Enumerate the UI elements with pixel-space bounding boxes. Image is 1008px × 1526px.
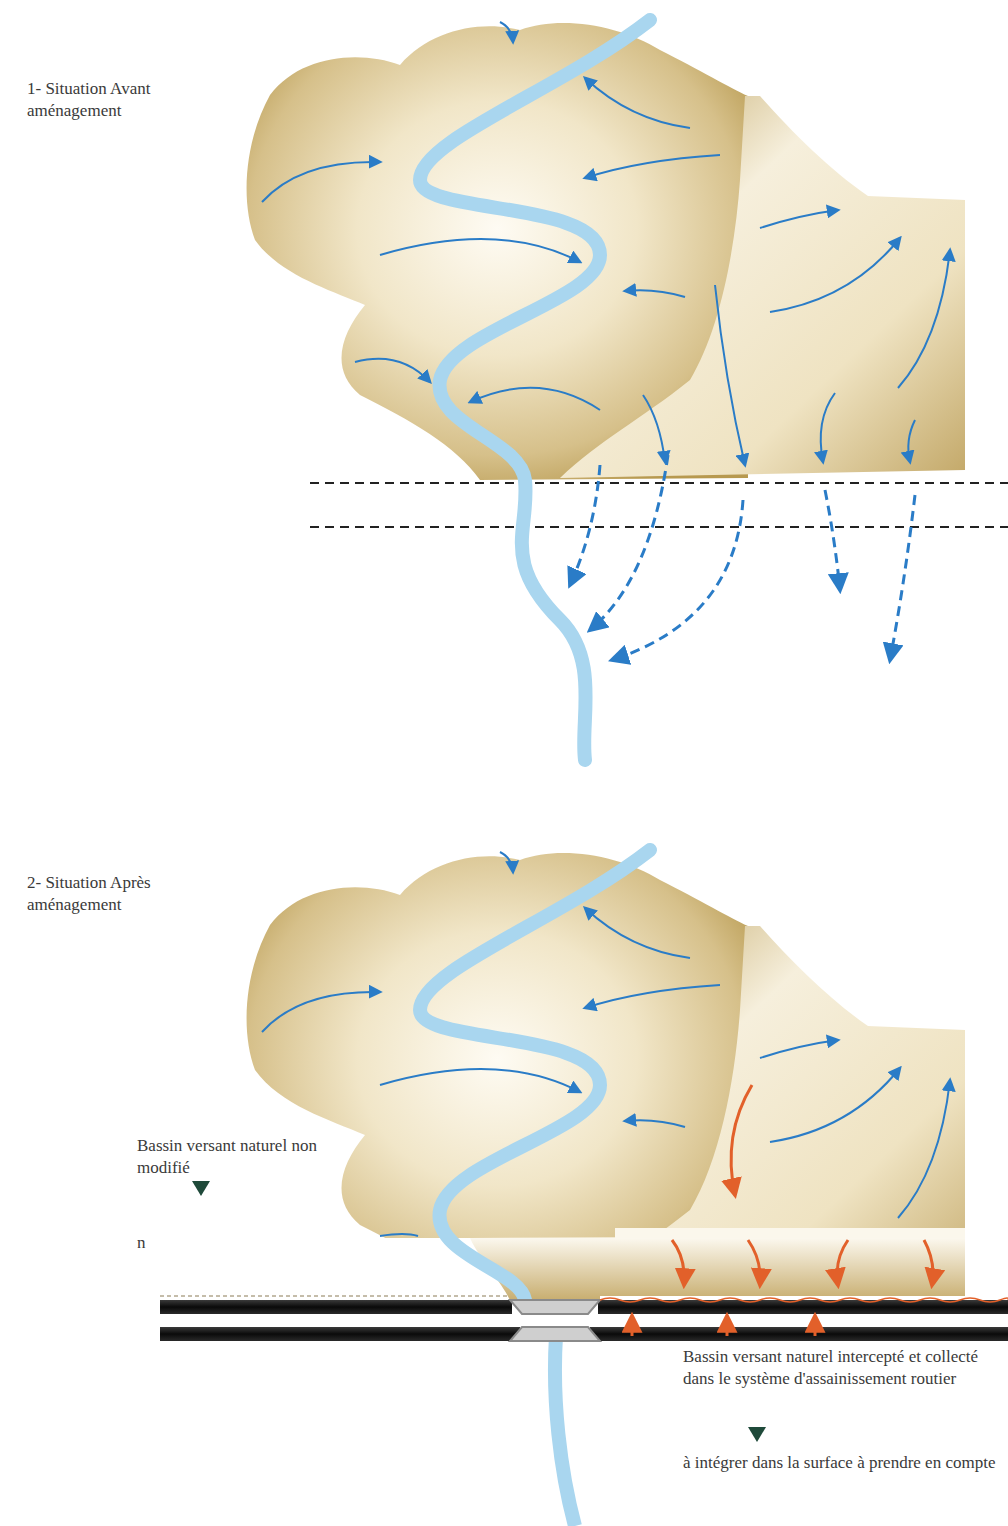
road (160, 1327, 520, 1341)
river (555, 1336, 575, 1526)
runoff-arrows (585, 908, 690, 958)
runoff-arrows (470, 388, 600, 410)
callout-text: Bassin versant naturel non modifié (137, 1135, 337, 1179)
runoff-arrows (760, 210, 838, 228)
runoff-arrows (380, 239, 580, 262)
runoff-arrows (500, 852, 513, 872)
runoff-arrows (262, 852, 950, 1218)
dashed-runoff-arrows (570, 455, 915, 660)
road (160, 1296, 1008, 1341)
panel-heading: 1- Situation Avant aménagement (27, 78, 177, 122)
dashed-runoff-arrows (612, 500, 743, 660)
runoff-arrows (355, 359, 430, 382)
runoff-arrows (585, 985, 720, 1008)
runoff-arrows (262, 162, 380, 202)
runoff-arrows (715, 285, 745, 465)
pointer-triangle (748, 1427, 766, 1442)
runoff-arrows (262, 992, 380, 1032)
runoff-arrows (585, 78, 690, 128)
river (420, 20, 650, 760)
pointer-triangle (192, 1181, 766, 1442)
road (160, 1296, 510, 1297)
runoff-arrows (898, 1080, 950, 1218)
runoff-arrows (380, 1069, 580, 1092)
dashed-runoff-arrows (825, 490, 840, 590)
intercepted-arrows (924, 1240, 933, 1285)
terrain-band (470, 1236, 965, 1300)
intercepted-arrows (731, 1085, 752, 1195)
intercepted-arrows (837, 1240, 848, 1285)
dashed-boundary (310, 482, 1008, 484)
runoff-arrows (643, 395, 665, 462)
runoff-arrows (262, 22, 950, 465)
runoff-arrows (585, 155, 720, 178)
terrain (247, 853, 965, 1238)
intercepted-arrows (631, 1316, 634, 1336)
pointer-triangle (192, 1181, 210, 1196)
runoff-arrows (898, 250, 950, 388)
road (510, 1300, 600, 1314)
dashed-boundary (310, 526, 1008, 528)
runoff-arrows (821, 393, 835, 462)
intercepted-arrows (748, 1240, 760, 1285)
terrain-gap (615, 1228, 965, 1238)
runoff-stub (380, 1234, 418, 1236)
runoff-arrows (760, 1040, 838, 1058)
note-text: à intégrer dans la surface à prendre en … (683, 1452, 1001, 1474)
dashed-runoff-arrows (890, 495, 915, 660)
road (590, 1327, 1008, 1341)
dashed-runoff-arrows (590, 455, 668, 630)
runoff-arrows (770, 238, 900, 312)
intercepted-arrows (672, 1240, 684, 1285)
road (600, 1298, 1008, 1302)
stray-letter: n (137, 1232, 167, 1254)
runoff-arrows (908, 420, 915, 462)
intercepted-arrows (632, 1085, 933, 1336)
runoff-arrows (500, 22, 513, 42)
runoff-arrows (770, 1068, 900, 1142)
panel-heading: 2- Situation Après aménagement (27, 872, 177, 916)
callout-text: Bassin versant naturel intercepté et col… (683, 1346, 983, 1390)
intercepted-arrows (726, 1316, 729, 1336)
dashed-runoff-arrows (570, 465, 600, 585)
terrain (247, 853, 965, 1238)
runoff-arrows (625, 290, 685, 297)
road (160, 1314, 1008, 1327)
runoff-arrows (625, 1120, 685, 1127)
road (160, 1300, 512, 1314)
road (510, 1327, 600, 1341)
intercepted-arrows (814, 1316, 817, 1336)
